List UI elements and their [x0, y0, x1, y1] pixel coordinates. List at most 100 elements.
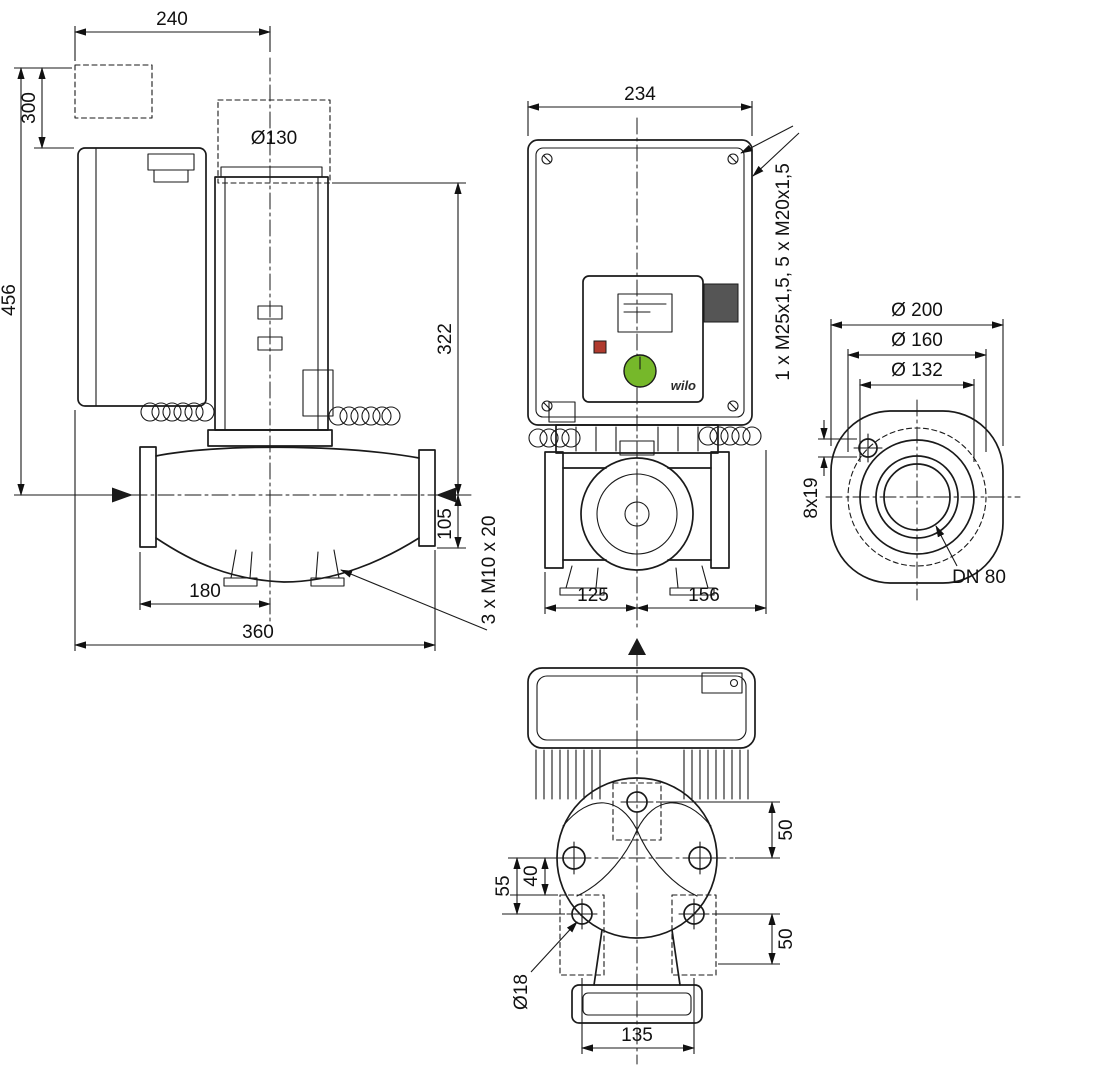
cable-coil-left — [140, 402, 215, 422]
dim-label-dia132: Ø 132 — [891, 360, 943, 381]
connector-block — [703, 283, 739, 323]
flow-arrow-right — [436, 487, 456, 503]
bolt-circle — [847, 427, 987, 567]
connector-plan — [701, 672, 743, 694]
lug-left — [557, 841, 591, 875]
dim-label-50-bottom: 50 — [776, 928, 797, 949]
dim-label-dia200: Ø 200 — [891, 300, 943, 321]
dim-label-300: 300 — [19, 92, 40, 124]
dim-label-240: 240 — [156, 9, 188, 30]
dim-125: 125 — [544, 572, 638, 614]
dim-240: 240 — [74, 9, 271, 61]
flow-arrow-left — [112, 487, 133, 503]
dim-456: 456 — [0, 67, 104, 496]
plan-view: 50 50 40 55 Ø18 135 — [493, 649, 797, 1065]
cable-coil-right — [328, 406, 401, 426]
dim-label-180: 180 — [189, 581, 221, 602]
bolt-zone-top — [612, 782, 662, 841]
cable-coil-front-left — [528, 401, 581, 448]
bolt-zone-bottom-left — [559, 894, 605, 976]
motor-fins — [535, 749, 749, 800]
motor-side — [214, 166, 334, 431]
side-view: 240 300 456 Ø130 322 105 180 — [0, 9, 500, 651]
dim-156: 156 — [636, 450, 767, 614]
corner-screw — [541, 153, 553, 165]
callout-cable-glands: 1 x M25x1,5, 5 x M20x1,5 — [740, 125, 800, 381]
display-panel: wilo — [582, 275, 704, 403]
flange-left-front — [544, 451, 564, 569]
corner-screw — [727, 400, 739, 412]
foot-pad-right — [310, 577, 345, 587]
dim-180: 180 — [139, 552, 271, 610]
dim-105: 105 — [435, 494, 466, 549]
dim-label-322: 322 — [435, 323, 456, 355]
callout-label-dia18: Ø18 — [511, 974, 532, 1010]
callout-dn80: DN 80 — [935, 525, 1006, 588]
foot-pad-left — [223, 577, 258, 587]
dim-label-456: 456 — [0, 284, 20, 316]
dim-label-dia160: Ø 160 — [891, 330, 943, 351]
corner-screw — [727, 153, 739, 165]
dim-dia200: Ø 200 — [830, 300, 1004, 446]
dim-label-105: 105 — [435, 508, 456, 540]
pump-housing-side — [139, 429, 436, 587]
foot-pad-right-front — [669, 587, 715, 596]
bolt-top — [620, 791, 654, 813]
dim-55: 55 — [493, 857, 565, 915]
bore — [883, 463, 951, 531]
dim-dia160: Ø 160 — [847, 330, 987, 452]
dim-label-50-top: 50 — [776, 819, 797, 840]
flange-right-front — [710, 451, 730, 569]
dim-135: 135 — [581, 978, 695, 1054]
dim-label-234: 234 — [624, 84, 656, 105]
front-view: 234 wilo — [527, 84, 800, 655]
dim-8x19: 8x19 — [801, 420, 857, 519]
dim-234: 234 — [527, 84, 753, 136]
suction-flange — [139, 446, 157, 548]
dim-label-135: 135 — [621, 1025, 653, 1046]
cable-coil-front-right — [698, 426, 762, 446]
envelope-dashed-left — [74, 64, 153, 119]
red-button — [593, 340, 607, 354]
discharge-flange — [418, 449, 436, 547]
dim-dia132: Ø 132 — [859, 360, 975, 462]
flange-body — [830, 410, 1004, 584]
dim-50-top: 50 — [656, 801, 797, 859]
dim-label-8x19: 8x19 — [801, 477, 822, 518]
dim-40: 40 — [508, 857, 560, 896]
dim-label-55: 55 — [493, 875, 514, 896]
lug-right — [683, 841, 717, 875]
callout-foot-bolts: 3 x M10 x 20 — [340, 516, 500, 631]
dim-300: 300 — [14, 67, 74, 149]
dim-50-bottom: 50 — [712, 913, 797, 965]
bolt-hole — [853, 433, 883, 463]
dim-label-156: 156 — [688, 585, 720, 606]
green-knob — [623, 354, 657, 388]
dim-322: 322 — [332, 182, 466, 496]
control-module-side — [77, 147, 207, 407]
dim-360: 360 — [74, 410, 436, 651]
view-direction-marker — [628, 638, 646, 655]
control-module-plan — [527, 667, 756, 749]
pump-front — [544, 440, 730, 596]
callout-label-dn80: DN 80 — [952, 567, 1006, 588]
lcd-display — [617, 293, 673, 333]
bolt-bottom-right — [678, 898, 710, 930]
motor-front — [555, 424, 719, 454]
dim-label-360: 360 — [242, 622, 274, 643]
bolt-zone-bottom-right — [671, 894, 717, 976]
callout-dia18: Ø18 — [511, 921, 578, 1010]
bolt-bottom-left — [566, 898, 598, 930]
flange-view: Ø 200 Ø 160 Ø 132 8x19 DN 80 — [801, 300, 1021, 601]
envelope-dashed-motor — [217, 99, 331, 184]
dim-label-dia130: Ø130 — [251, 128, 297, 149]
volute-front — [580, 457, 694, 571]
foot-pad-left-front — [559, 587, 605, 596]
callout-label-glands: 1 x M25x1,5, 5 x M20x1,5 — [773, 163, 794, 381]
callout-label-foot-bolts: 3 x M10 x 20 — [479, 516, 500, 625]
dim-label-40: 40 — [521, 865, 542, 886]
vent-plug — [619, 440, 655, 456]
flange-plan — [571, 984, 703, 1024]
